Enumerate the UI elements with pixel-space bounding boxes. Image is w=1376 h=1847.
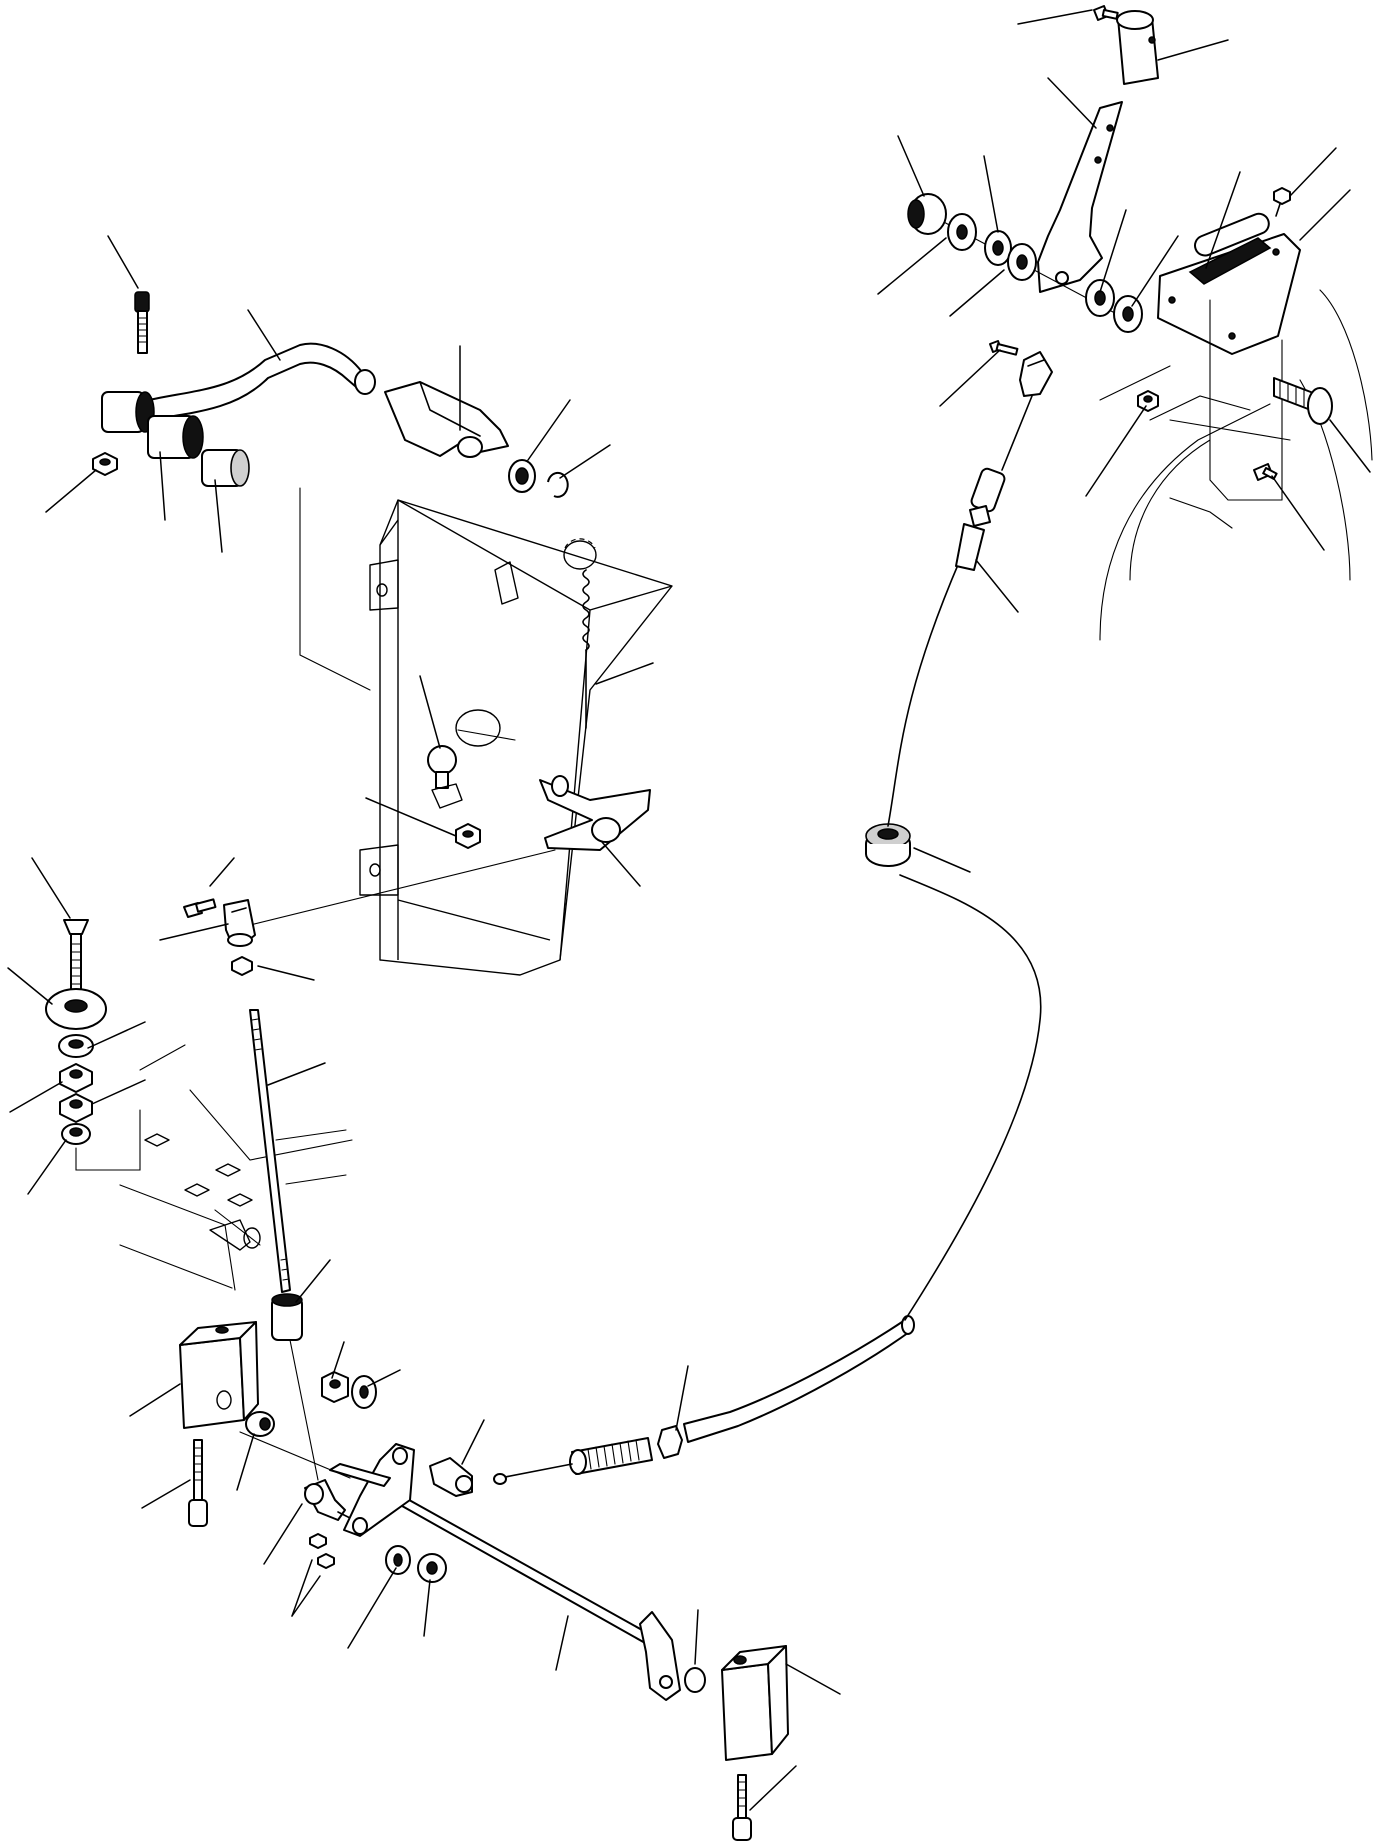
lever-assembly-upper-left <box>45 235 611 553</box>
circlip-upper-left <box>547 471 569 498</box>
threaded-rod <box>249 1009 291 1293</box>
cable-barrel-top <box>970 467 1006 513</box>
left-fastener-stack <box>7 857 146 1195</box>
shaft-with-plate <box>539 779 651 851</box>
cable-conduit <box>683 1319 913 1443</box>
cable-clevis-top <box>1019 351 1053 397</box>
lower-linkage <box>129 1321 841 1841</box>
mounting-block-right <box>721 1645 789 1761</box>
lever-guide-plate <box>1157 212 1301 355</box>
rod-jam-nut <box>231 956 253 976</box>
cap-screw-top-left <box>134 291 150 354</box>
cable-grommet <box>865 823 911 867</box>
shaft-end-bracket <box>639 1611 681 1701</box>
mounting-panel <box>229 487 673 976</box>
countersunk-screw <box>63 919 89 935</box>
mounting-block-left <box>179 1321 259 1429</box>
control-cable <box>493 559 1042 1485</box>
lever-arm <box>1037 101 1123 293</box>
pivot-bolt <box>1273 377 1333 425</box>
bushing-cluster <box>101 391 250 487</box>
ball-pin <box>427 745 457 775</box>
push-rod-assembly <box>159 857 331 1341</box>
bent-lever-rod <box>139 342 373 421</box>
hand-lever-assembly <box>877 5 1373 641</box>
shaft-lever-arm <box>343 1443 415 1537</box>
tension-spring <box>582 569 590 651</box>
floor-plate-phantom <box>119 1044 353 1291</box>
lever-grip <box>1116 10 1159 85</box>
